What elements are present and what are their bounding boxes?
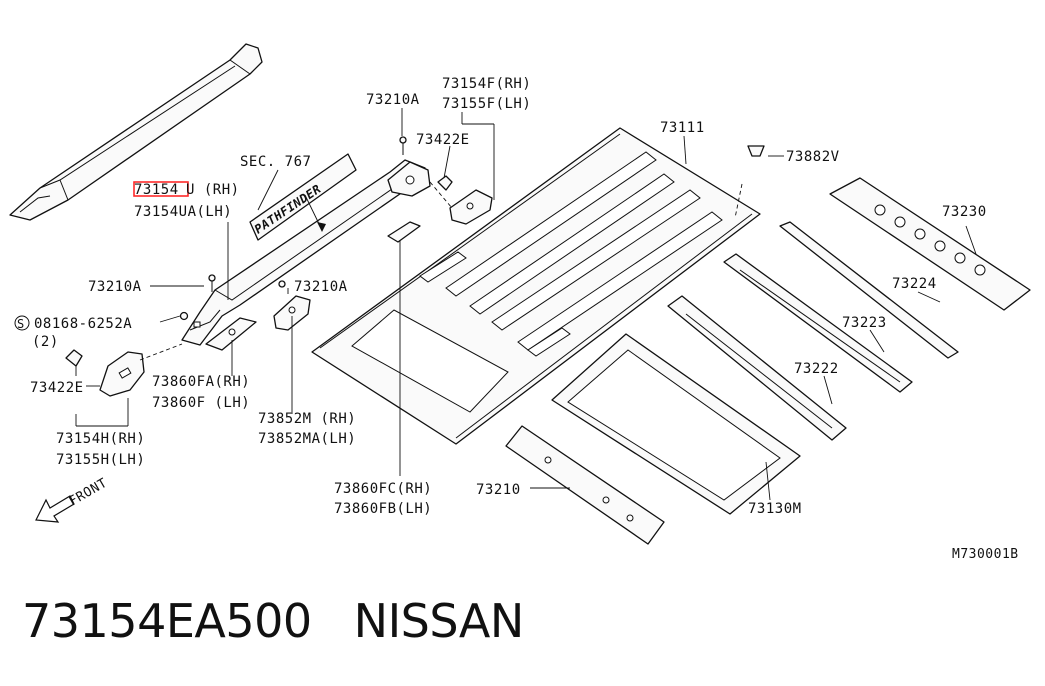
label-73852ma: 73852MA(LH) [258, 431, 356, 447]
label-73210a-top: 73210A [366, 92, 420, 108]
label-73860fb: 73860FB(LH) [334, 501, 432, 517]
label-73224: 73224 [892, 276, 937, 292]
label-screw-qty: (2) [32, 334, 59, 350]
front-arrow-label: FRONT [67, 476, 111, 510]
label-73860fc: 73860FC(RH) [334, 481, 432, 497]
end-cover-73154h [99, 351, 145, 397]
clip-73882v [747, 145, 765, 157]
rail-end-bracket [387, 161, 431, 197]
label-73111: 73111 [660, 120, 705, 136]
caption-brand: NISSAN [353, 594, 525, 648]
label-73860fa: 73860FA(RH) [152, 374, 250, 390]
dash-bracket [429, 181, 453, 209]
label-73155f: 73155F(LH) [442, 96, 531, 112]
sunroof-frame-73130m [551, 333, 801, 515]
label-73422e-top: 73422E [416, 132, 470, 148]
label-73852m: 73852M (RH) [258, 411, 356, 427]
roof-rail-long [9, 43, 263, 221]
label-73130m: 73130M [748, 501, 802, 517]
rear-header-73230 [829, 177, 1031, 311]
clip-73860fc [387, 221, 421, 243]
emblem-arrowhead [317, 222, 326, 232]
label-73210: 73210 [476, 482, 521, 498]
bracket-73852m [273, 280, 311, 331]
label-73154h: 73154H(RH) [56, 431, 145, 447]
label-73154u-rest: U (RH) [186, 182, 240, 198]
bow-73223 [723, 253, 913, 393]
clip-73860fa [205, 317, 257, 351]
label-73223: 73223 [842, 315, 887, 331]
front-header-73210 [505, 425, 665, 545]
bolt-73210a-top [399, 136, 407, 155]
bow-73222 [667, 295, 847, 441]
screw-08168 [179, 311, 189, 321]
label-73154ua: 73154UA(LH) [134, 204, 232, 220]
roof-panel-73111 [311, 127, 761, 445]
label-73155h: 73155H(LH) [56, 452, 145, 468]
label-ref: M730001B [952, 547, 1019, 562]
label-73154-highlight: 73154 [134, 182, 179, 198]
bracket-73154f [449, 189, 493, 225]
label-73860f: 73860F (LH) [152, 395, 250, 411]
dash-73882v [734, 183, 743, 219]
caption: 73154EA500 NISSAN [22, 594, 524, 648]
highlight-box [133, 181, 189, 197]
bolt-73210a-left [208, 274, 216, 292]
caption-part-number: 73154EA500 [22, 594, 312, 648]
label-73210a-mid: 73210A [294, 279, 348, 295]
clip-73422e-top [437, 175, 453, 191]
label-73154f: 73154F(RH) [442, 76, 531, 92]
screw-symbol-text: S [17, 317, 25, 331]
leader-lines [75, 108, 977, 501]
front-arrow: FRONT [35, 476, 111, 523]
label-73422e-left: 73422E [30, 380, 84, 396]
label-73210a-left: 73210A [88, 279, 142, 295]
roof-side-rail-rh [181, 159, 426, 346]
label-73882v: 73882V [786, 149, 840, 165]
screw-symbol: S [14, 315, 30, 331]
label-73230: 73230 [942, 204, 987, 220]
label-73222: 73222 [794, 361, 839, 377]
label-sec-767: SEC. 767 [240, 154, 311, 170]
bow-73224 [779, 221, 959, 359]
label-08168-6252a: 08168-6252A [34, 316, 132, 332]
clip-73422e-left [65, 349, 83, 367]
